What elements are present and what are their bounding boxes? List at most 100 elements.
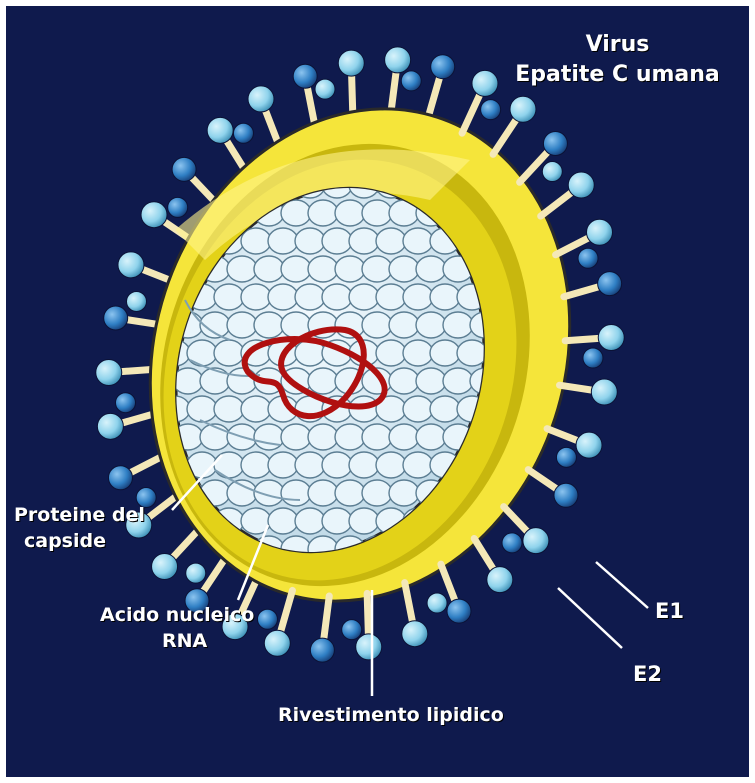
capsid-label: Proteine del capside (14, 503, 145, 554)
capsomere (281, 424, 311, 450)
capsomere (362, 480, 392, 506)
capsomere (362, 256, 392, 282)
capsomere (295, 284, 325, 310)
capsid-label-line-2: capside (14, 529, 145, 555)
capsomere (227, 368, 257, 394)
capsomere (416, 424, 446, 450)
capsomere (362, 200, 392, 226)
capsomere (200, 368, 230, 394)
capsomere (214, 452, 244, 478)
capsomere (389, 256, 419, 282)
capsomere (173, 368, 203, 394)
capsomere (254, 424, 284, 450)
e2-label: E2 (633, 660, 662, 688)
capsomere (268, 508, 298, 534)
spike-protein (342, 593, 382, 660)
capsomere (281, 480, 311, 506)
rna-label-line-1: Acido nucleico (100, 603, 254, 629)
capsomere (403, 228, 433, 254)
spike-protein (462, 70, 501, 133)
capsomere (430, 396, 460, 422)
capsomere (241, 396, 271, 422)
capsomere (241, 284, 271, 310)
capsomere (416, 312, 446, 338)
capsomere (214, 284, 244, 310)
diagram-title: Virus Epatite C umana (500, 30, 735, 89)
capsomere (308, 200, 338, 226)
capsomere (443, 312, 473, 338)
capsomere (335, 256, 365, 282)
capsomere (376, 452, 406, 478)
capsomere (349, 228, 379, 254)
capsomere (335, 424, 365, 450)
spike-protein (528, 470, 578, 508)
e1-label: E1 (655, 597, 684, 625)
spike-protein (172, 157, 216, 203)
capsomere (389, 424, 419, 450)
rna-label-line-2: RNA (100, 629, 254, 655)
capsomere (268, 452, 298, 478)
capsomere (349, 452, 379, 478)
capsomere (335, 480, 365, 506)
capsomere (281, 256, 311, 282)
spike-protein (104, 291, 161, 330)
spike-protein (560, 379, 618, 405)
capsomere (389, 480, 419, 506)
spike-protein (556, 219, 613, 268)
capsomere (376, 284, 406, 310)
capsomere (403, 396, 433, 422)
capsomere (254, 256, 284, 282)
capsomere (214, 340, 244, 366)
capsomere (349, 508, 379, 534)
spike-protein (118, 252, 173, 282)
capsid-label-line-1: Proteine del (14, 503, 145, 529)
capsomere (349, 284, 379, 310)
title-line-2: Epatite C umana (500, 60, 735, 90)
capsomere (295, 452, 325, 478)
spike-protein (564, 272, 622, 297)
spike-protein (520, 132, 568, 183)
capsomere (362, 312, 392, 338)
capsomere (376, 340, 406, 366)
capsomere (457, 340, 487, 366)
capsomere (376, 228, 406, 254)
capsomere (254, 312, 284, 338)
lipid-envelope-label: Rivestimento lipidico (278, 703, 504, 729)
spike-protein (385, 47, 422, 114)
capsomere (268, 228, 298, 254)
capsomere (322, 228, 352, 254)
title-line-1: Virus (500, 30, 735, 60)
spike-protein (97, 393, 156, 440)
capsomere (241, 452, 271, 478)
e2-pointer (558, 588, 622, 648)
rna-label: Acido nucleico RNA (100, 603, 254, 654)
capsomere (227, 312, 257, 338)
capsomere (295, 508, 325, 534)
capsomere (335, 200, 365, 226)
capsomere (416, 256, 446, 282)
capsomere (308, 480, 338, 506)
capsomere (187, 340, 217, 366)
capsomere (227, 480, 257, 506)
capsomere (416, 368, 446, 394)
e1-pointer (596, 562, 648, 608)
capsomere (443, 368, 473, 394)
capsomere (389, 368, 419, 394)
capsomere (430, 340, 460, 366)
spike-protein (565, 325, 624, 368)
capsomere (241, 228, 271, 254)
capsomere (268, 284, 298, 310)
capsomere (322, 508, 352, 534)
capsomere (187, 396, 217, 422)
capsomere (322, 284, 352, 310)
capsomere (281, 200, 311, 226)
capsomere (214, 396, 244, 422)
spike-protein (547, 429, 602, 468)
capsomere (403, 452, 433, 478)
capsomere (308, 424, 338, 450)
capsomere (430, 284, 460, 310)
capsomere (403, 284, 433, 310)
capsomere (308, 368, 338, 394)
spike-protein (402, 583, 428, 647)
